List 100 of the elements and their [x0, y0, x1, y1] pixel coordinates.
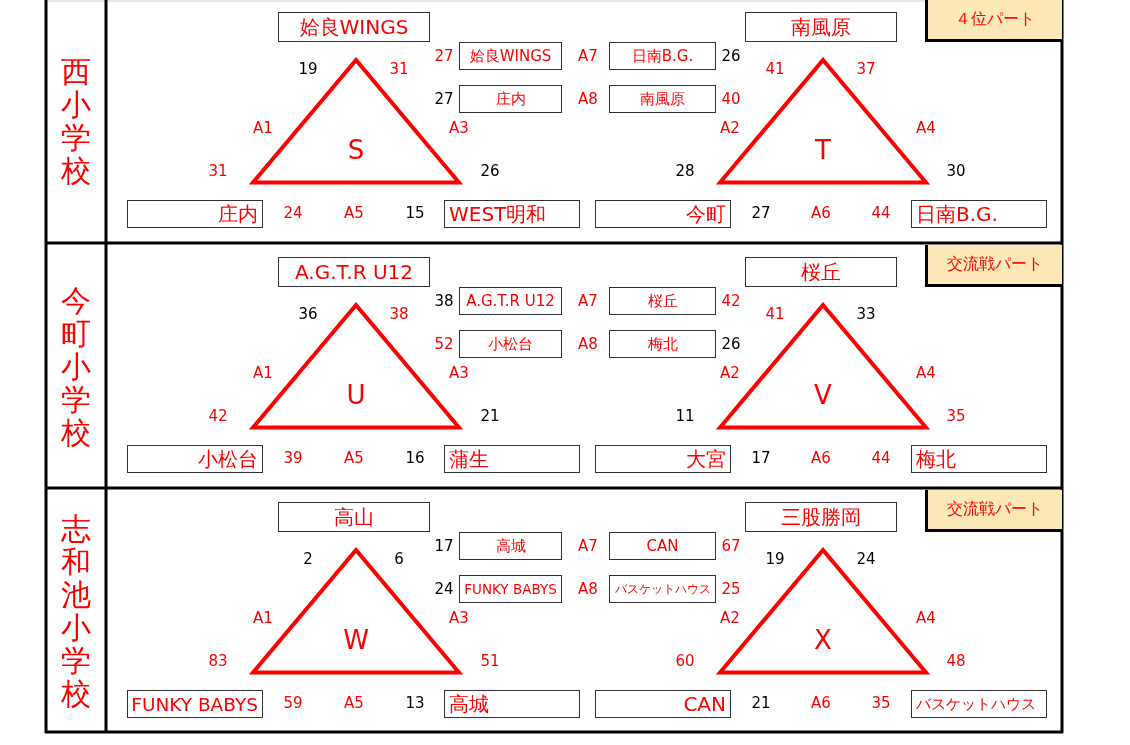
score-label: 41: [765, 305, 785, 323]
score-label: 38: [389, 305, 409, 323]
score-label: 2: [303, 550, 313, 568]
team-box: 桜丘: [609, 287, 716, 315]
school-name: 今町小学校: [47, 245, 105, 487]
game-label: A4: [916, 609, 936, 627]
score-label: 27: [751, 204, 771, 222]
part-badge: 交流戦パート: [925, 245, 1062, 287]
team-box: 今町: [595, 200, 731, 228]
score-label: 42: [721, 292, 741, 310]
score-label: 21: [751, 694, 771, 712]
score-label: 39: [283, 449, 303, 467]
team-box: A.G.T.R U12: [278, 257, 430, 287]
game-label: A8: [578, 580, 598, 598]
score-label: 15: [405, 204, 425, 222]
score-label: 17: [434, 537, 454, 555]
team-box: 三股勝岡: [745, 502, 897, 532]
game-label: A1: [253, 364, 273, 382]
score-label: 44: [871, 204, 891, 222]
team-box: 日南B.G.: [609, 42, 716, 70]
score-label: 40: [721, 90, 741, 108]
score-label: 27: [434, 90, 454, 108]
game-label: A1: [253, 119, 273, 137]
team-box: 小松台: [459, 330, 562, 358]
score-label: 26: [721, 335, 741, 353]
score-label: 52: [434, 335, 454, 353]
game-label: A7: [578, 537, 598, 555]
score-label: 51: [480, 652, 500, 670]
score-label: 44: [871, 449, 891, 467]
team-box: 梅北: [911, 445, 1047, 473]
team-box: バスケットハウス: [609, 575, 716, 603]
team-box: 梅北: [609, 330, 716, 358]
score-label: 36: [298, 305, 318, 323]
score-label: 60: [675, 652, 695, 670]
game-label: A3: [449, 119, 469, 137]
score-label: 19: [298, 60, 318, 78]
team-box: FUNKY BABYS: [127, 690, 263, 718]
score-label: 24: [283, 204, 303, 222]
score-label: 30: [946, 162, 966, 180]
score-label: 17: [751, 449, 771, 467]
score-label: 41: [765, 60, 785, 78]
score-label: 25: [721, 580, 741, 598]
team-box: 高城: [459, 532, 562, 560]
team-box: 南風原: [745, 12, 897, 42]
team-box: 桜丘: [745, 257, 897, 287]
team-box: CAN: [609, 532, 716, 560]
game-label: A5: [344, 449, 364, 467]
score-label: 26: [721, 47, 741, 65]
team-box: バスケットハウス: [911, 690, 1047, 718]
game-label: A2: [720, 364, 740, 382]
part-badge: 交流戦パート: [925, 490, 1062, 532]
score-label: 24: [434, 580, 454, 598]
team-box: 日南B.G.: [911, 200, 1047, 228]
score-label: 83: [208, 652, 228, 670]
score-label: 31: [389, 60, 409, 78]
team-box: 小松台: [127, 445, 263, 473]
game-label: A5: [344, 204, 364, 222]
score-label: 16: [405, 449, 425, 467]
team-box: 大宮: [595, 445, 731, 473]
team-box: 姶良WINGS: [278, 12, 430, 42]
game-label: A1: [253, 609, 273, 627]
score-label: 35: [946, 407, 966, 425]
score-label: 38: [434, 292, 454, 310]
team-box: A.G.T.R U12: [459, 287, 562, 315]
score-label: 24: [856, 550, 876, 568]
game-label: A4: [916, 364, 936, 382]
game-label: A8: [578, 335, 598, 353]
score-label: 28: [675, 162, 695, 180]
team-box: 蒲生: [444, 445, 580, 473]
score-label: 6: [394, 550, 404, 568]
score-label: 59: [283, 694, 303, 712]
part-badge: ４位パート: [925, 0, 1062, 42]
game-label: A5: [344, 694, 364, 712]
game-label: A3: [449, 609, 469, 627]
team-box: 高城: [444, 690, 580, 718]
game-label: A2: [720, 609, 740, 627]
team-box: 庄内: [459, 85, 562, 113]
game-label: A7: [578, 47, 598, 65]
score-label: 13: [405, 694, 425, 712]
score-label: 37: [856, 60, 876, 78]
game-label: A2: [720, 119, 740, 137]
score-label: 19: [765, 550, 785, 568]
team-box: CAN: [595, 690, 731, 718]
game-label: A4: [916, 119, 936, 137]
team-box: 南風原: [609, 85, 716, 113]
school-name: 西小学校: [47, 0, 105, 242]
score-label: 42: [208, 407, 228, 425]
score-label: 27: [434, 47, 454, 65]
score-label: 48: [946, 652, 966, 670]
score-label: 33: [856, 305, 876, 323]
score-label: 21: [480, 407, 500, 425]
game-label: A3: [449, 364, 469, 382]
team-box: 高山: [278, 502, 430, 532]
team-box: 姶良WINGS: [459, 42, 562, 70]
school-name: 志和池小学校: [47, 490, 105, 732]
game-label: A6: [811, 449, 831, 467]
team-box: WEST明和: [444, 200, 580, 228]
game-label: A6: [811, 204, 831, 222]
score-label: 26: [480, 162, 500, 180]
score-label: 11: [675, 407, 695, 425]
